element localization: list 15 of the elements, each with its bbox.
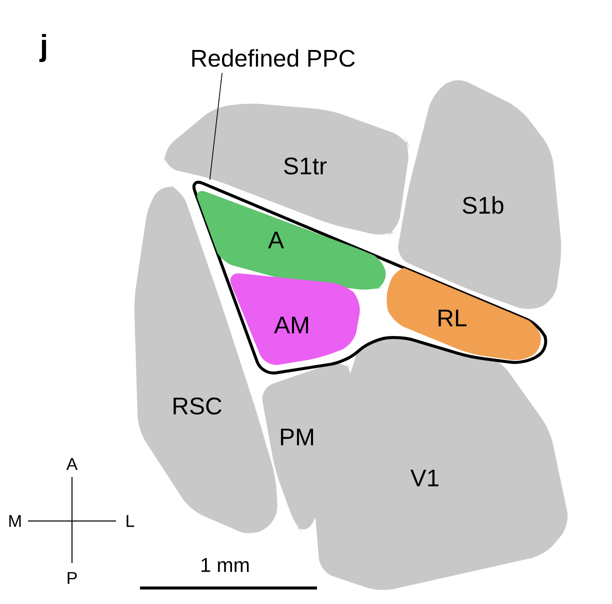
compass-letter: M — [9, 515, 21, 527]
compass-letter: A — [66, 458, 78, 470]
area-region: V1 — [314, 332, 568, 590]
leader-line — [209, 72, 222, 180]
compass-letter: L — [126, 515, 134, 527]
scale-label: 1 mm — [202, 558, 249, 572]
area-region: AM — [230, 273, 360, 365]
area-region: RL — [386, 266, 541, 360]
area-region: A — [196, 191, 386, 290]
compass-letter: P — [68, 572, 77, 584]
node-label: PM — [280, 428, 314, 446]
node-label: V1 — [410, 470, 439, 486]
panel-letter: j — [39, 34, 46, 62]
area-region: S1b — [398, 80, 562, 309]
callout-label: Redefined PPC — [192, 49, 355, 67]
